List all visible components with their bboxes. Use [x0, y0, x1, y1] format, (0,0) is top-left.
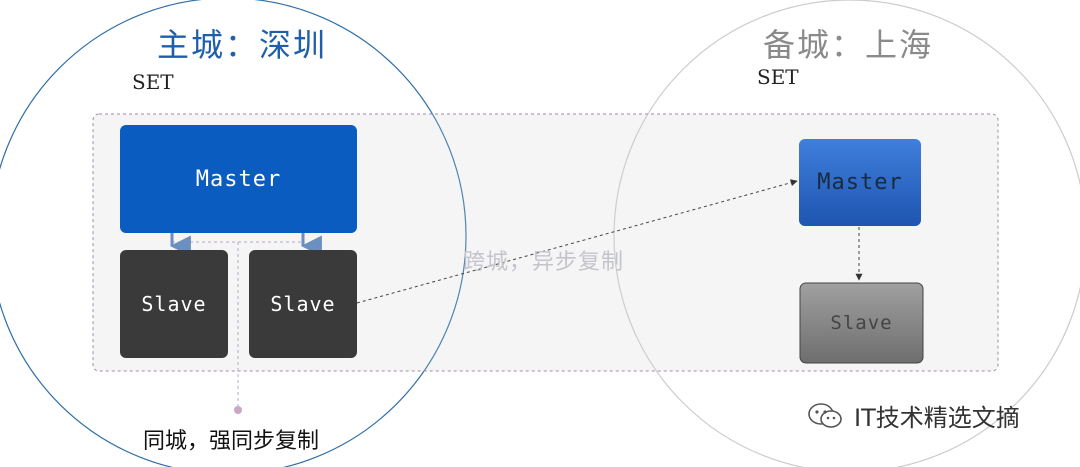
backup-slave-node: Slave [830, 312, 893, 334]
same-city-replication-label: 同城，强同步复制 [143, 429, 320, 454]
backup-slave-box [799, 282, 924, 364]
watermark: IT技术精选文摘 [806, 398, 1020, 433]
primary-slave-node-2: Slave [249, 250, 357, 358]
sync-connector-dot [234, 406, 242, 414]
arrow-cross-city [356, 179, 798, 304]
primary-slave-node-1: Slave [120, 250, 228, 358]
backup-set-label: SET [757, 65, 799, 89]
backup-city-title: 备城：上海 [763, 26, 934, 64]
wechat-icon [808, 402, 842, 428]
primary-city-circle [0, 0, 467, 467]
primary-city-title: 主城：深圳 [157, 26, 328, 64]
primary-set-label: SET [132, 70, 174, 94]
backup-city-circle [613, 0, 1080, 467]
primary-master-node: Master [120, 125, 357, 233]
cross-city-replication-label: 跨城，异步复制 [463, 250, 625, 275]
backup-master-node: Master [817, 170, 903, 195]
watermark-text: IT技术精选文摘 [854, 404, 1020, 432]
backup-master-box [799, 139, 921, 226]
